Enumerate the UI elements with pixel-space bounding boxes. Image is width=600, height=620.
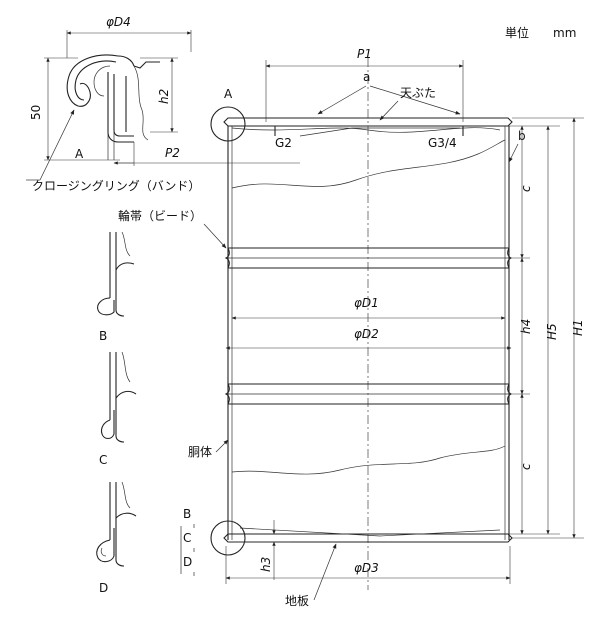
bottom-seam-b: B: [183, 507, 191, 521]
bead-label: 輪帯（ビード）: [118, 208, 202, 223]
dim-d1-label: φD1: [354, 296, 379, 310]
dim-d4-label: φD4: [106, 15, 131, 29]
seam-detail-b: B: [97, 231, 135, 343]
dim-d3-label: φD3: [354, 561, 379, 575]
dim-h1-label: H1: [571, 319, 585, 336]
dim-p2-label: P2: [165, 146, 180, 160]
dim-h2-label: h2: [157, 89, 171, 104]
dim-h5-label: H5: [545, 323, 559, 340]
plug-g2-label: G2: [275, 136, 292, 150]
seam-detail-d: D: [96, 481, 137, 595]
dim-p1-label: P1: [357, 47, 372, 61]
bottom-seam-d: D: [183, 555, 192, 569]
seam-b-label: B: [99, 329, 107, 343]
dim-c-upper-label: c: [519, 185, 533, 192]
top-lid-label: 天ぶた: [400, 86, 436, 100]
detail-a: φD4 50 h2 A P2 クロージングリング（バンド）: [26, 15, 300, 193]
drum-body: P1 a 天ぶた G2 G3/4 A b: [118, 47, 585, 608]
detail-a-marker: A: [224, 87, 233, 101]
seam-c-label: C: [99, 453, 107, 467]
dim-h3-label: h3: [259, 557, 273, 572]
unit-value: mm: [553, 26, 576, 40]
seam-d-label: D: [99, 581, 108, 595]
detail-a-section-label: A: [75, 147, 84, 161]
unit-label: 単位: [505, 25, 529, 40]
dim-c-lower-label: c: [519, 463, 533, 470]
body-label: 胴体: [188, 445, 212, 459]
dim-d2-label: φD2: [354, 327, 379, 341]
seam-detail-c: C: [99, 351, 137, 467]
bottom-plate-label: 地板: [285, 594, 309, 608]
dim-50-label: 50: [29, 105, 43, 120]
bottom-seam-c: C: [183, 531, 191, 545]
callout-a: a: [363, 70, 370, 84]
closing-ring-label: クロージングリング（バンド）: [32, 179, 200, 193]
dim-h4-label: h4: [519, 319, 533, 334]
plug-g34-label: G3/4: [428, 136, 457, 150]
